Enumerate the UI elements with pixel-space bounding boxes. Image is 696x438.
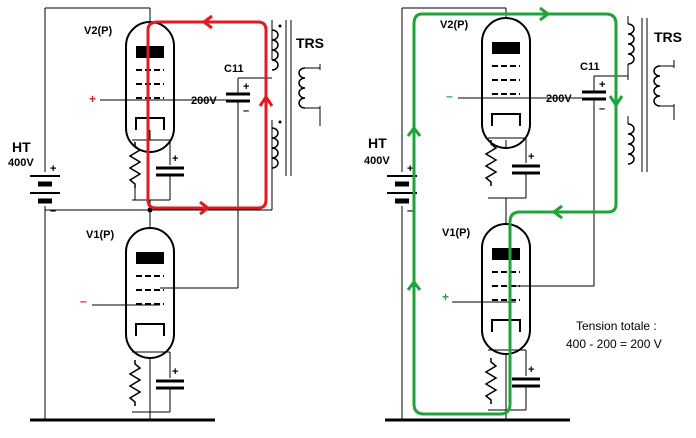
left-circuit: + – HT 400V V2(P) + + V1(P) – + xyxy=(8,7,324,422)
battery-plus: + xyxy=(407,163,413,175)
supply-label: HT xyxy=(368,135,387,151)
tube-v2-label: V2(P) xyxy=(84,25,112,37)
note-line-2: 400 - 200 = 200 V xyxy=(566,337,662,351)
supply-voltage-label: 400V xyxy=(8,157,34,169)
arrow-icon xyxy=(201,14,213,30)
c11-voltage-label: 200V xyxy=(191,95,217,107)
arrow-icon xyxy=(551,204,563,220)
tube-v1-label: V1(P) xyxy=(86,229,114,241)
cap-plus: + xyxy=(528,151,534,163)
note-line-1: Tension totale : xyxy=(576,319,657,333)
tube-v1-icon xyxy=(125,227,175,359)
resistor-icon xyxy=(129,359,141,407)
grid-v1-minus: – xyxy=(80,294,87,308)
battery-plus: + xyxy=(50,163,56,175)
transformer-icon xyxy=(271,20,321,210)
c11-minus: – xyxy=(243,105,249,117)
capacitor-icon xyxy=(510,377,542,388)
arrow-icon xyxy=(539,6,551,22)
battery-icon xyxy=(30,175,60,204)
green-loop-path xyxy=(412,12,618,416)
supply-label: HT xyxy=(12,139,31,155)
cap-plus: + xyxy=(528,364,534,376)
battery-minus: – xyxy=(407,205,413,217)
arrow-icon xyxy=(258,94,274,107)
transformer-icon xyxy=(627,16,675,172)
capacitor-icon xyxy=(154,166,186,177)
arrow-icon xyxy=(406,279,422,291)
grid-v2-minus: – xyxy=(446,89,453,103)
cap-plus: + xyxy=(172,366,178,378)
c11-voltage-label: 200V xyxy=(546,93,572,105)
red-loop-path xyxy=(146,20,268,210)
resistor-icon xyxy=(129,141,141,189)
discharge-current-loop xyxy=(146,14,274,216)
capacitor-icon xyxy=(510,164,542,175)
tube-v2-icon xyxy=(481,17,531,149)
arrow-icon xyxy=(608,95,624,108)
arrow-icon xyxy=(406,125,422,137)
resistor-icon xyxy=(485,357,497,405)
tube-v1-label: V1(P) xyxy=(442,227,470,239)
tube-v2-label: V2(P) xyxy=(440,19,468,31)
battery-icon xyxy=(387,175,417,204)
c11-label: C11 xyxy=(224,63,244,75)
c11-plus: + xyxy=(599,79,605,91)
right-circuit: + – HT 400V V2(P) – + V1(P) + + xyxy=(364,6,682,422)
charge-current-loop xyxy=(406,6,624,416)
transformer-label: TRS xyxy=(296,35,324,51)
grid-v1-plus: + xyxy=(442,290,449,304)
supply-voltage-label: 400V xyxy=(364,155,390,167)
tube-v1-icon xyxy=(481,223,531,355)
resistor-icon xyxy=(485,139,497,187)
arrow-icon xyxy=(199,200,211,216)
battery-minus: – xyxy=(50,205,56,217)
transformer-label: TRS xyxy=(654,29,682,45)
grid-v2-plus: + xyxy=(89,92,96,106)
cap-plus: + xyxy=(172,153,178,165)
capacitor-icon xyxy=(154,379,186,390)
c11-plus: + xyxy=(243,81,249,93)
c11-label: C11 xyxy=(580,61,600,73)
c11-minus: – xyxy=(599,103,605,115)
